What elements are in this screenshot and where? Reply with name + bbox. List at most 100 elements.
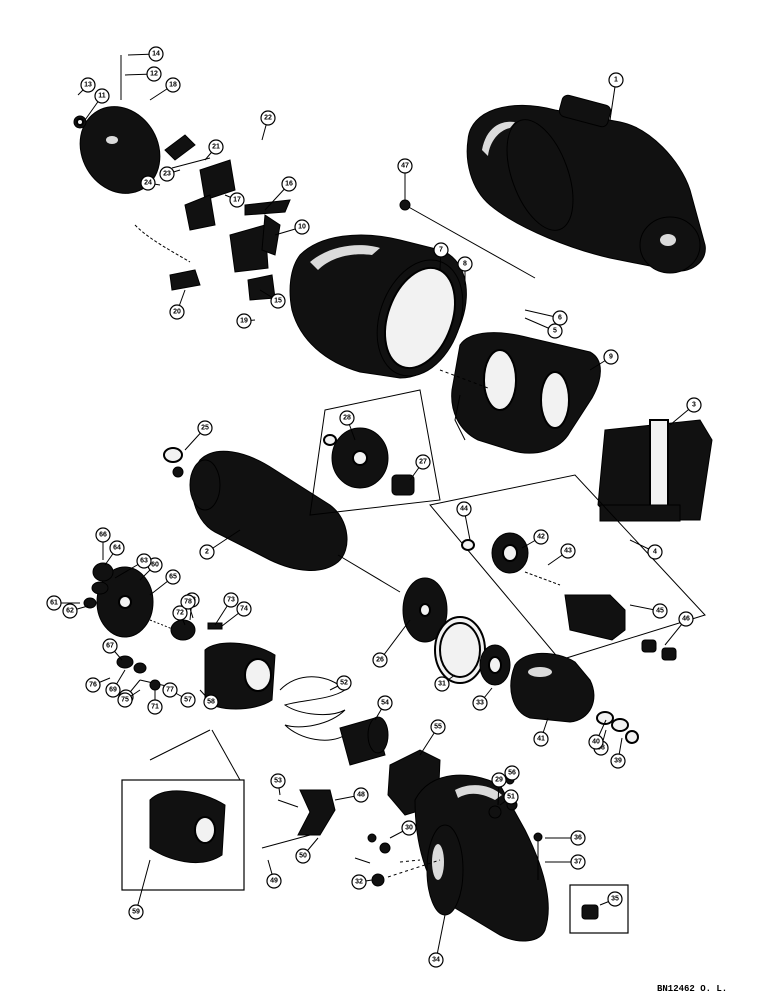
callout-balloon [236, 313, 252, 329]
callout-number: 59 [132, 909, 140, 916]
inset-bushing-box [569, 884, 629, 934]
callout-balloon [162, 682, 178, 698]
callout-number: 4 [653, 549, 657, 556]
callout-number: 9 [609, 354, 613, 361]
callout-number: 34 [432, 957, 440, 964]
callout-balloon [109, 540, 125, 556]
shift-lever [261, 789, 371, 864]
callout-number: 10 [298, 224, 306, 231]
callout-balloon [434, 676, 450, 692]
callout-balloon [165, 569, 181, 585]
callout-number: 38 [597, 745, 605, 752]
thrust-collar [625, 730, 639, 744]
callout-number: 55 [434, 724, 442, 731]
callout-balloon [136, 553, 152, 569]
callout-balloon [281, 176, 297, 192]
retainer [611, 718, 629, 732]
callout-balloon [336, 675, 352, 691]
callout-balloon [94, 88, 110, 104]
callout-number: 18 [169, 82, 177, 89]
callout-balloon [180, 594, 196, 610]
callout-balloon [208, 139, 224, 155]
callout-balloon [165, 77, 181, 93]
callout-number: 72 [176, 610, 184, 617]
callout-balloon [197, 420, 213, 436]
callout-number: 29 [495, 777, 503, 784]
callout-number: 46 [682, 616, 690, 623]
callout-number: 5 [553, 328, 557, 335]
callout-balloon [607, 891, 623, 907]
callout-balloon [533, 731, 549, 747]
callout-balloon [428, 952, 444, 968]
callout-number: 56 [508, 770, 516, 777]
drive-assembly-group [429, 474, 706, 661]
callout-number: 66 [99, 532, 107, 539]
callout-balloon [372, 652, 388, 668]
callout-number: 40 [592, 739, 600, 746]
callout-balloon [430, 719, 446, 735]
callout-balloon [147, 699, 163, 715]
starter-motor-assembly [466, 94, 706, 274]
callout-balloon [678, 611, 694, 627]
callout-balloon [169, 304, 185, 320]
callout-number: 26 [376, 657, 384, 664]
callout-balloon [117, 692, 133, 708]
callout-balloon [401, 820, 417, 836]
callout-balloon [140, 175, 156, 191]
callout-balloon [146, 66, 162, 82]
callout-balloon [397, 158, 413, 174]
callout-number: 41 [537, 736, 545, 743]
callout-number: 24 [144, 180, 152, 187]
callout-balloon [260, 110, 276, 126]
callout-balloon [351, 874, 367, 890]
callout-number: 61 [50, 600, 58, 607]
callout-balloon [603, 349, 619, 365]
callout-number: 77 [166, 687, 174, 694]
callout-number: 54 [381, 700, 389, 707]
callout-number: 48 [357, 792, 365, 799]
callout-layer: 1234567891011121314151617181920212223242… [46, 46, 702, 968]
callout-number: 78 [184, 599, 192, 606]
callout-balloon [686, 397, 702, 413]
callout-balloon [339, 410, 355, 426]
callout-balloon [570, 854, 586, 870]
callout-balloon [608, 72, 624, 88]
callout-number: 73 [227, 597, 235, 604]
callout-number: 32 [355, 879, 363, 886]
callout-number: 22 [264, 115, 272, 122]
solenoid-group [83, 562, 276, 710]
callout-number: 42 [537, 534, 545, 541]
brush-holder-parts [134, 134, 291, 301]
callout-number: 69 [109, 687, 117, 694]
callout-leader-line [135, 859, 151, 913]
callout-number: 35 [611, 896, 619, 903]
callout-balloon [647, 544, 663, 560]
callout-number: 12 [150, 71, 158, 78]
intermediate-bearing-set [309, 389, 441, 516]
callout-balloon [353, 787, 369, 803]
callout-balloon [588, 734, 604, 750]
thrust-washer [163, 447, 183, 463]
callout-number: 58 [207, 699, 215, 706]
callout-number: 1 [614, 77, 618, 84]
callout-number: 60 [151, 562, 159, 569]
callout-number: 15 [274, 298, 282, 305]
callout-balloon [294, 219, 310, 235]
callout-balloon [415, 454, 431, 470]
pole-shoes [597, 419, 713, 522]
callout-number: 21 [212, 144, 220, 151]
callout-balloon [128, 904, 144, 920]
callout-balloon [95, 527, 111, 543]
callout-number: 2 [205, 549, 209, 556]
callout-number: 43 [564, 548, 572, 555]
callout-number: 71 [151, 704, 159, 711]
callout-number: 31 [438, 681, 446, 688]
callout-number: 47 [401, 163, 409, 170]
snap-ring [596, 711, 614, 725]
callout-number: 51 [507, 794, 515, 801]
washer [367, 833, 377, 843]
callout-balloon [85, 677, 101, 693]
callout-balloon [652, 603, 668, 619]
callout-number: 17 [233, 197, 241, 204]
callout-balloon [547, 323, 563, 339]
